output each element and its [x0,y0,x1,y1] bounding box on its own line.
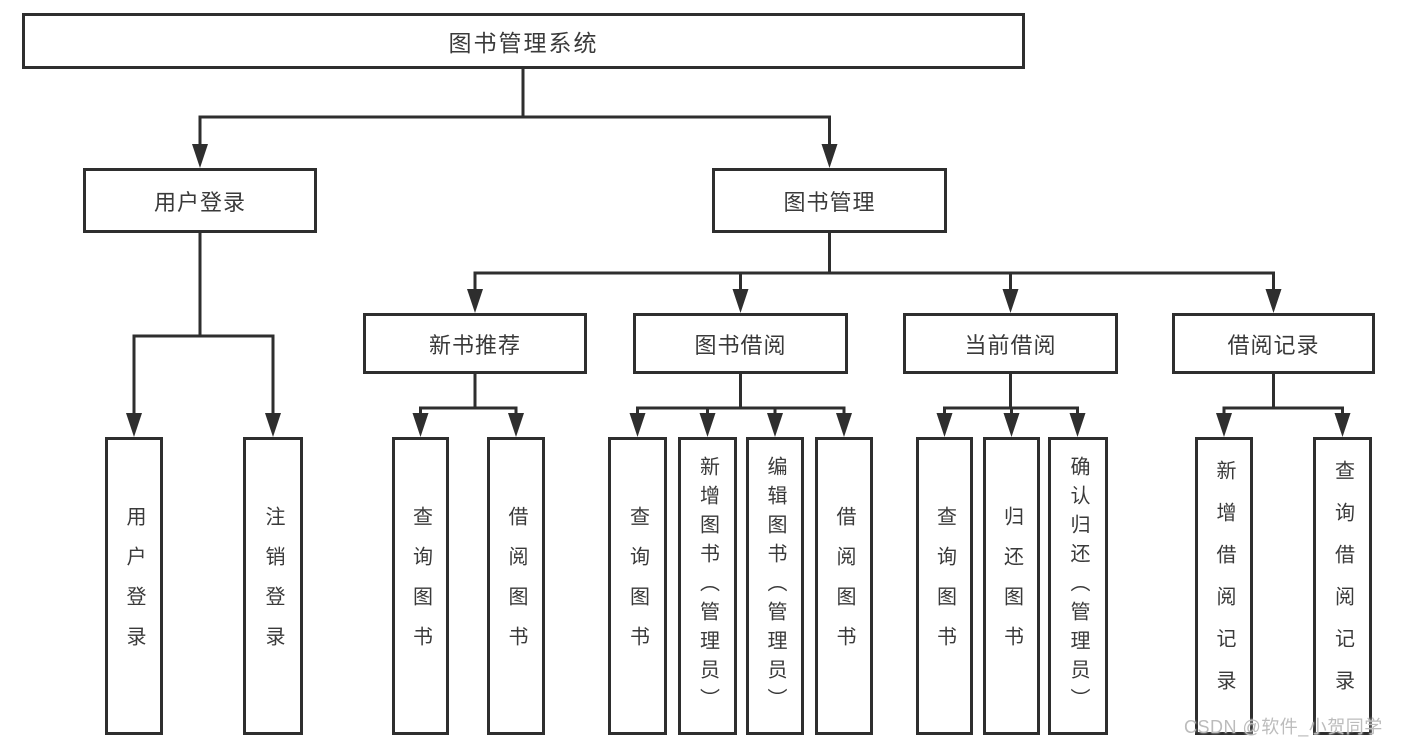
leaf-return-books: 归还图书 [983,437,1040,735]
leaf-borrow-books-2: 借阅图书 [815,437,873,735]
node-book-management-label: 图书管理 [783,189,876,215]
node-borrow-records-label: 借阅记录 [1227,332,1320,358]
leaf-query-borrow-record-label: 查询借阅记录 [1331,460,1354,712]
leaf-query-books-3-label: 查询图书 [933,506,956,666]
leaf-add-books-admin: 新增图书（管理员） [678,437,737,735]
leaf-return-books-label: 归还图书 [1000,506,1023,666]
node-book-borrow: 图书借阅 [633,313,848,374]
node-book-borrow-label: 图书借阅 [694,332,787,358]
node-root-label: 图书管理系统 [448,30,599,56]
leaf-confirm-return-admin: 确认归还（管理员） [1048,437,1108,735]
node-root: 图书管理系统 [22,13,1025,69]
leaf-query-books-1: 查询图书 [392,437,449,735]
node-user-login-label: 用户登录 [153,189,246,215]
node-book-management: 图书管理 [712,168,947,233]
leaf-logout: 注销登录 [243,437,303,735]
leaf-query-books-2: 查询图书 [608,437,667,735]
node-borrow-records: 借阅记录 [1172,313,1375,374]
leaf-confirm-return-admin-label: 确认归还（管理员） [1067,455,1089,717]
leaf-user-login: 用户登录 [105,437,163,735]
leaf-edit-books-admin-label: 编辑图书（管理员） [764,455,786,717]
leaf-add-borrow-record-label: 新增借阅记录 [1213,460,1235,712]
leaf-borrow-books-2-label: 借阅图书 [833,506,855,666]
leaf-edit-books-admin: 编辑图书（管理员） [746,437,804,735]
leaf-logout-label: 注销登录 [262,506,284,666]
node-user-login: 用户登录 [83,168,317,233]
leaf-query-books-3: 查询图书 [916,437,973,735]
node-current-borrow-label: 当前借阅 [964,332,1057,358]
node-new-book-recommend: 新书推荐 [363,313,587,374]
leaf-borrow-books-1-label: 借阅图书 [505,506,527,666]
leaf-borrow-books-1: 借阅图书 [487,437,545,735]
leaf-query-books-2-label: 查询图书 [626,506,649,666]
watermark: CSDN @软件_小贺同学 [1184,717,1383,737]
leaf-query-books-1-label: 查询图书 [409,506,432,666]
leaf-add-books-admin-label: 新增图书（管理员） [696,455,719,717]
leaf-add-borrow-record: 新增借阅记录 [1195,437,1253,735]
node-new-book-recommend-label: 新书推荐 [428,332,521,358]
leaf-query-borrow-record: 查询借阅记录 [1313,437,1372,735]
leaf-user-login-label: 用户登录 [123,506,145,666]
node-current-borrow: 当前借阅 [903,313,1118,374]
